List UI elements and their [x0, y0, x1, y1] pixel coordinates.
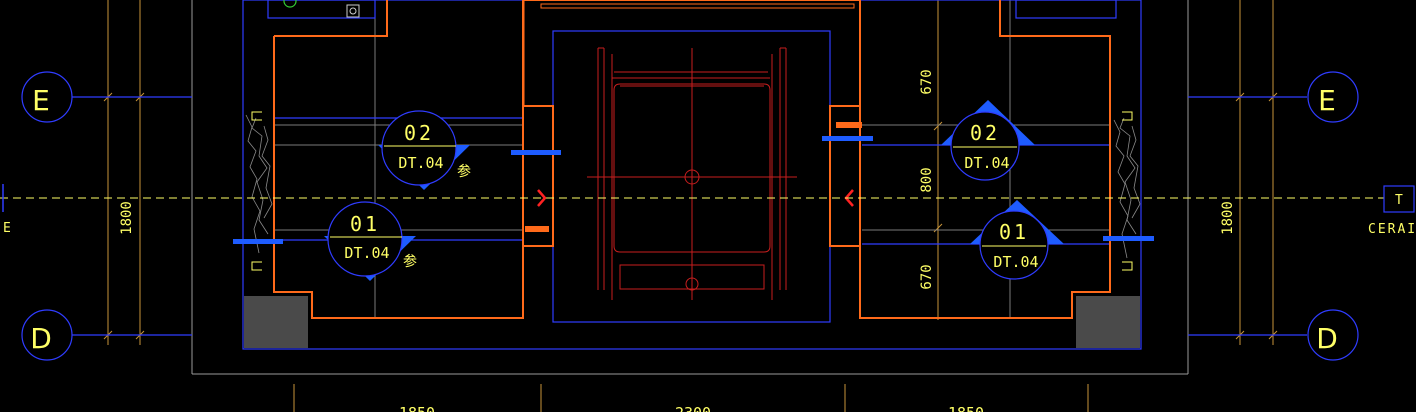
- dimension-right-height: 1800: [1220, 201, 1236, 235]
- detail-marker-right-lower: [970, 200, 1064, 280]
- section-tag-box: [1383, 185, 1415, 213]
- detail-number: 02: [404, 121, 434, 145]
- structural-columns: [244, 296, 1140, 348]
- outer-frame: [191, 0, 1189, 375]
- detail-marker-left-upper: [378, 110, 470, 190]
- dimension-left-height: 1800: [119, 201, 135, 235]
- detail-marker-left-lower: [324, 201, 416, 281]
- detail-ref-note: 参: [457, 163, 471, 180]
- dimension-bottom-right: 1850: [948, 404, 984, 412]
- detail-sheet: DT.04: [964, 154, 1009, 172]
- detail-number: 01: [350, 212, 380, 236]
- detail-number: 01: [999, 220, 1029, 244]
- detail-sheet: DT.04: [993, 253, 1038, 271]
- walls: [273, 0, 1111, 319]
- section-bars: [233, 136, 1154, 244]
- door-tags: [525, 122, 862, 232]
- dimension-bottom-center: 2300: [675, 404, 711, 412]
- stone-hatch: [245, 114, 1141, 259]
- section-tag-letter: T: [1395, 193, 1403, 208]
- fixture-circle-icon: [283, 0, 297, 8]
- detail-number: 02: [970, 121, 1000, 145]
- detail-ref-note: 参: [403, 253, 417, 270]
- dimension-chain-middle: 800: [919, 167, 935, 192]
- elevator-car: [587, 47, 797, 300]
- dimension-chain-upper: 670: [919, 69, 935, 94]
- detail-marker-right-upper: [941, 100, 1035, 181]
- axis-label-d-left: D: [30, 322, 52, 355]
- detail-sheet: DT.04: [398, 154, 443, 172]
- grid-axis-bubbles: [21, 71, 1359, 361]
- section-label-right: CERAI: [1368, 222, 1416, 237]
- axis-label-e-right: E: [1318, 84, 1336, 117]
- wall-brackets: [251, 111, 1133, 271]
- dimension-bottom-left: 1850: [399, 404, 435, 412]
- dimension-chain-lower: 670: [919, 264, 935, 289]
- detail-sheet: DT.04: [344, 244, 389, 262]
- dimension-lines: [107, 0, 1274, 412]
- axis-label-d-right: D: [1316, 322, 1338, 355]
- section-label-left: E: [3, 221, 11, 236]
- outlet-icon: [346, 4, 360, 18]
- axis-label-e-left: E: [32, 84, 50, 117]
